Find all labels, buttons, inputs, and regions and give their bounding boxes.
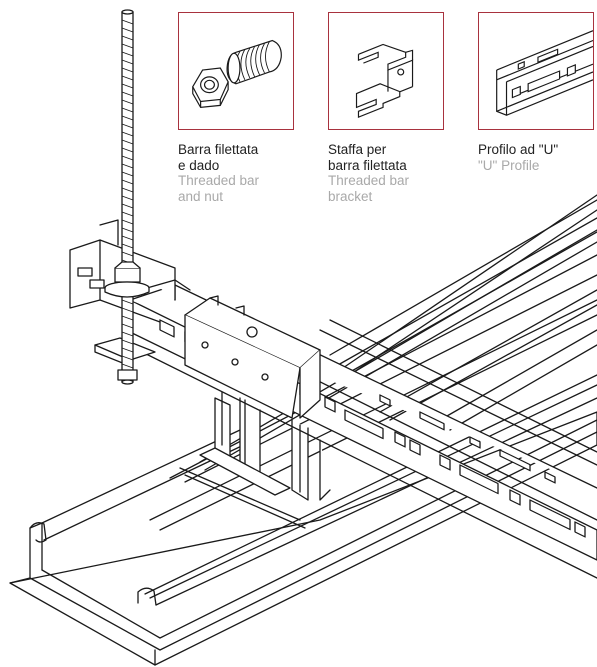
profile-top-slots (379, 394, 556, 484)
caption-en-line: Threaded bar (178, 173, 260, 188)
threaded-bar-and-nut-icon (192, 39, 282, 108)
thumb-bracket (328, 12, 444, 130)
caption-en-line: and nut (178, 188, 224, 204)
u-profile-icon (496, 30, 593, 116)
hanger-clips (179, 391, 331, 529)
threaded-rod (104, 9, 150, 385)
caption-en-line: Threaded bar (328, 173, 410, 188)
bracket-icon (355, 43, 414, 119)
caption-en-line: bracket (328, 188, 373, 204)
caption-threaded-bar-and-nut: Barra filettata e dado Threaded bar and … (178, 142, 259, 204)
thumb-u-profile (478, 12, 594, 130)
caption-en-line: "U" Profile (478, 157, 540, 173)
back-rails (329, 199, 597, 431)
caption-it-line: e dado (178, 157, 220, 173)
caption-it-line: Profilo ad "U" (478, 142, 559, 157)
caption-u-profile: Profilo ad "U" "U" Profile (478, 142, 558, 173)
thumb-threaded-bar-and-nut (178, 12, 294, 130)
bar-bracket (69, 219, 191, 367)
caption-it-line: barra filettata (328, 157, 407, 173)
profile-connector (184, 295, 321, 419)
caption-bracket: Staffa per barra filettata Threaded bar … (328, 142, 409, 204)
caption-it-line: Staffa per (328, 142, 387, 157)
caption-it-line: Barra filettata (178, 142, 259, 157)
